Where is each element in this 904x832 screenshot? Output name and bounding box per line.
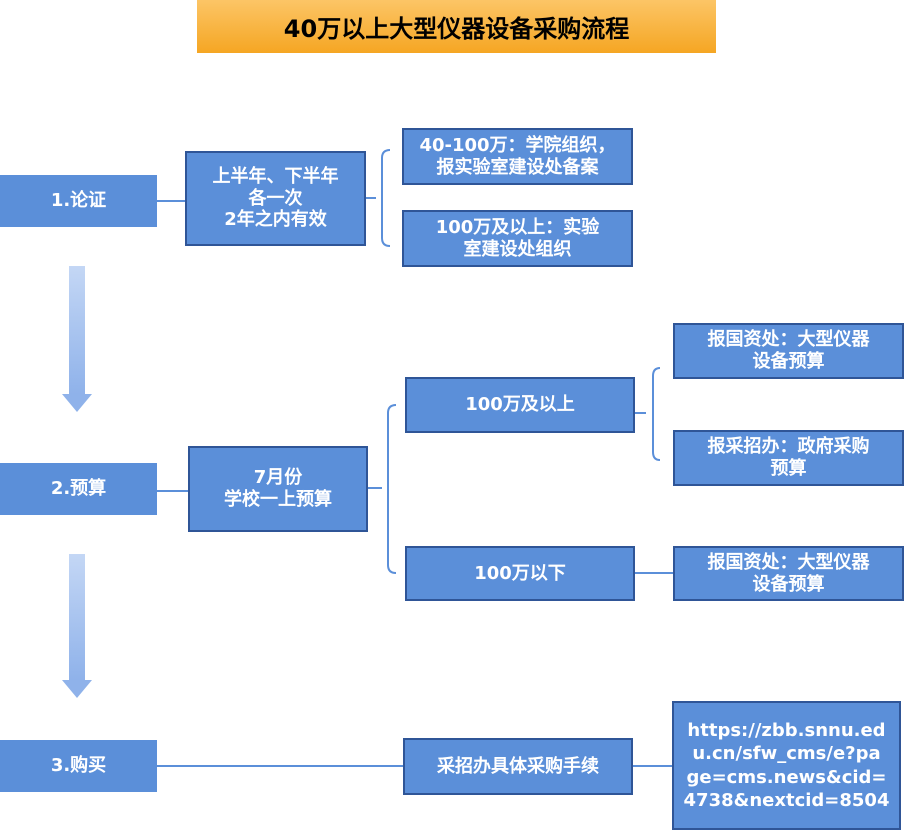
- yusuan-above-box: 100万及以上: [405, 377, 635, 433]
- yusuan-below-guozi-box: 报国资处：大型仪器 设备预算: [673, 546, 904, 601]
- goumai-link-box[interactable]: https://zbb.snnu.ed u.cn/sfw_cms/e?pa ge…: [672, 701, 901, 830]
- stage-goumai: 3.购买: [0, 740, 157, 792]
- stage-yusuan: 2.预算: [0, 463, 157, 515]
- arrow-down-icon: [62, 554, 92, 698]
- yusuan-schedule-box: 7月份 学校一上预算: [188, 446, 368, 532]
- lunzheng-option-lab: 100万及以上：实验 室建设处组织: [402, 210, 633, 267]
- page-title: 40万以上大型仪器设备采购流程: [197, 0, 716, 53]
- yusuan-above-guozi-box: 报国资处：大型仪器 设备预算: [673, 323, 904, 379]
- lunzheng-schedule-box: 上半年、下半年 各一次 2年之内有效: [185, 151, 366, 246]
- yusuan-above-caizhao-box: 报采招办：政府采购 预算: [673, 430, 904, 486]
- arrow-down-icon: [62, 266, 92, 412]
- stage-lunzheng: 1.论证: [0, 175, 157, 227]
- goumai-procedure-box: 采招办具体采购手续: [403, 738, 633, 795]
- yusuan-below-box: 100万以下: [405, 546, 635, 601]
- lunzheng-option-college: 40-100万：学院组织， 报实验室建设处备案: [402, 128, 633, 185]
